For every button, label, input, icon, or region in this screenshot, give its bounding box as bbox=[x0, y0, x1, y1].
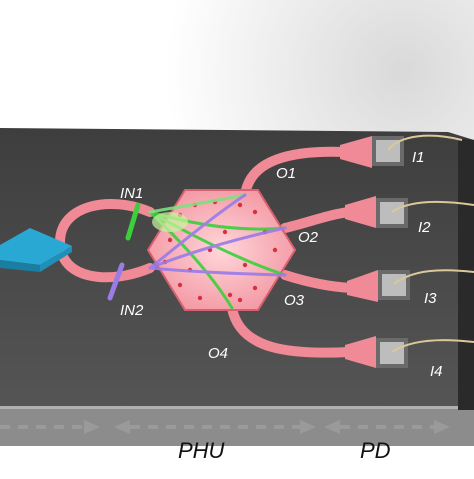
waveguide-o3 bbox=[280, 270, 357, 293]
chip-right-edge bbox=[458, 138, 474, 410]
chip-edge bbox=[0, 406, 474, 409]
waveguide-o1 bbox=[240, 146, 350, 200]
waveguide-tapers bbox=[340, 136, 378, 368]
label-o3: O3 bbox=[284, 292, 305, 309]
label-i2: I2 bbox=[418, 219, 431, 236]
label-pd: PD bbox=[360, 438, 391, 463]
section-labels: PHU PD bbox=[178, 438, 391, 463]
photodetector-icon bbox=[376, 338, 408, 368]
label-o4: O4 bbox=[208, 345, 228, 362]
in2-marker bbox=[107, 262, 125, 301]
label-i1: I1 bbox=[412, 149, 425, 166]
light-source-icon bbox=[0, 228, 72, 272]
label-o1: O1 bbox=[276, 165, 296, 182]
photodetector-icon bbox=[378, 270, 410, 300]
waveguide-o4 bbox=[227, 303, 355, 358]
label-in1: IN1 bbox=[120, 185, 143, 202]
section-arrows bbox=[0, 420, 450, 434]
label-o2: O2 bbox=[298, 229, 319, 246]
waveguide-o2 bbox=[280, 207, 355, 233]
in1-glow bbox=[152, 212, 188, 232]
label-phu: PHU bbox=[178, 438, 225, 463]
photodetector-icon bbox=[376, 198, 408, 228]
in1-marker bbox=[125, 202, 141, 241]
label-in2: IN2 bbox=[120, 302, 144, 319]
photodetectors bbox=[372, 136, 410, 368]
labels: IN1 IN2 O1 O2 O3 O4 I1 I2 I3 I4 bbox=[120, 149, 443, 380]
label-i4: I4 bbox=[430, 363, 443, 380]
label-i3: I3 bbox=[424, 290, 437, 307]
bond-wires bbox=[387, 134, 474, 353]
